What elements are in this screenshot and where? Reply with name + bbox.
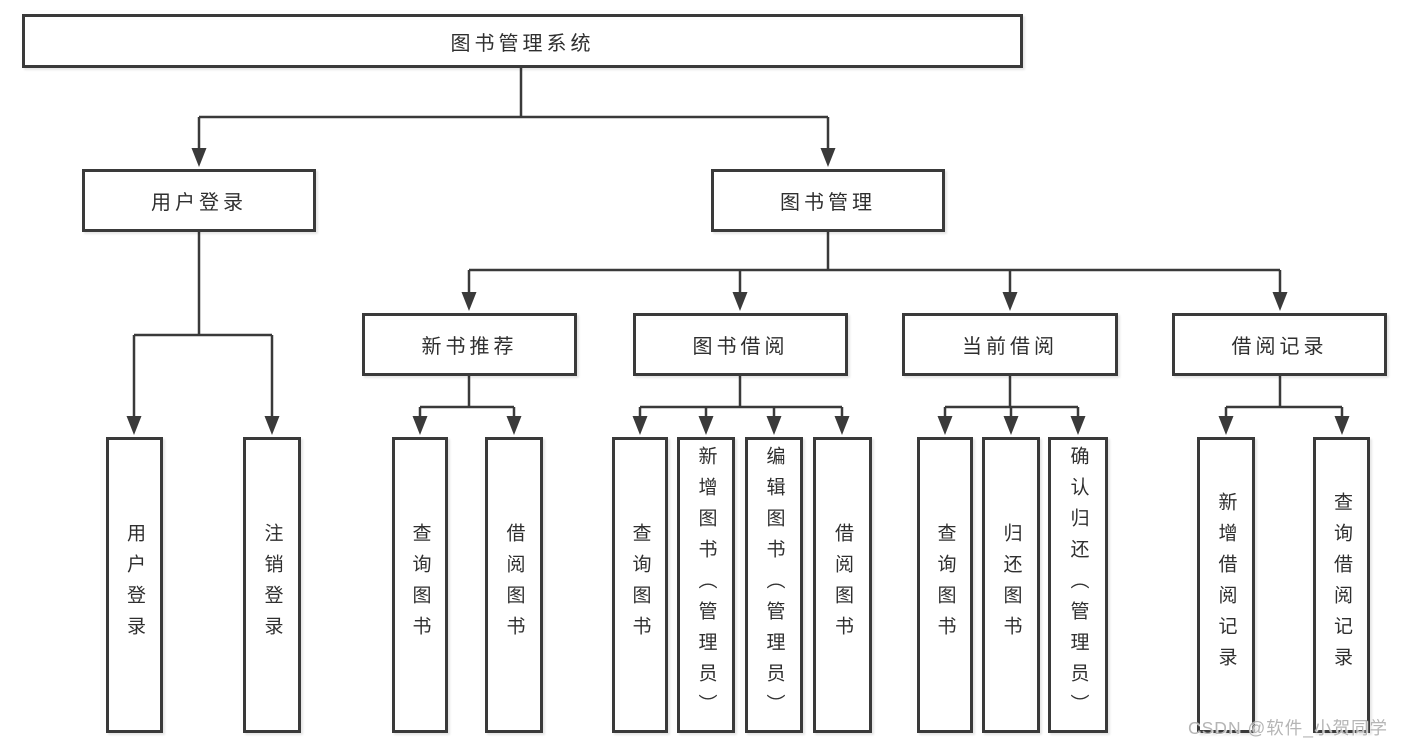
csdn-watermark: CSDN @软件_小贺同学 xyxy=(1188,718,1388,738)
leaf-user-login: 用户登录 xyxy=(106,437,163,733)
node-label: 查询图书 xyxy=(934,523,956,647)
node-label: 编辑图书（管理员） xyxy=(763,445,785,725)
node-label: 图书管理系统 xyxy=(450,32,595,55)
node-current-borrowing: 当前借阅 xyxy=(902,313,1118,376)
node-label: 新书推荐 xyxy=(421,336,518,358)
node-label: 查询图书 xyxy=(409,523,431,647)
node-label: 新增借阅记录 xyxy=(1215,492,1237,678)
node-book-management: 图书管理 xyxy=(711,169,945,232)
node-label: 用户登录 xyxy=(124,523,145,647)
node-label: 归还图书 xyxy=(1000,523,1022,647)
leaf-bb-borrow-books: 借阅图书 xyxy=(813,437,872,733)
leaf-cb-query-books: 查询图书 xyxy=(917,437,973,733)
leaf-cb-return-books: 归还图书 xyxy=(982,437,1040,733)
node-label: 当前借阅 xyxy=(962,336,1058,358)
node-borrowing-records: 借阅记录 xyxy=(1172,313,1387,376)
node-label: 用户登录 xyxy=(151,192,247,214)
node-label: 新增图书（管理员） xyxy=(695,445,717,725)
node-label: 借阅记录 xyxy=(1231,336,1328,358)
leaf-bb-add-books-admin: 新增图书（管理员） xyxy=(677,437,735,733)
node-label: 查询图书 xyxy=(629,523,651,647)
leaf-bb-edit-books-admin: 编辑图书（管理员） xyxy=(745,437,803,733)
leaf-nbr-query-books: 查询图书 xyxy=(392,437,448,733)
node-label: 查询借阅记录 xyxy=(1331,492,1352,678)
leaf-logout: 注销登录 xyxy=(243,437,301,733)
node-label: 图书借阅 xyxy=(692,336,789,358)
node-root-library-system: 图书管理系统 xyxy=(22,14,1023,68)
node-label: 借阅图书 xyxy=(832,523,853,647)
node-book-borrowing: 图书借阅 xyxy=(633,313,848,376)
leaf-bb-query-books: 查询图书 xyxy=(612,437,668,733)
node-label: 确认归还（管理员） xyxy=(1067,445,1089,725)
node-label: 注销登录 xyxy=(261,523,283,647)
node-label: 图书管理 xyxy=(780,192,876,214)
leaf-nbr-borrow-books: 借阅图书 xyxy=(485,437,543,733)
node-new-book-recommend: 新书推荐 xyxy=(362,313,577,376)
leaf-cb-confirm-return-admin: 确认归还（管理员） xyxy=(1048,437,1108,733)
node-user-login: 用户登录 xyxy=(82,169,316,232)
leaf-br-query-record: 查询借阅记录 xyxy=(1313,437,1370,733)
node-label: 借阅图书 xyxy=(503,523,525,647)
leaf-br-add-record: 新增借阅记录 xyxy=(1197,437,1255,733)
